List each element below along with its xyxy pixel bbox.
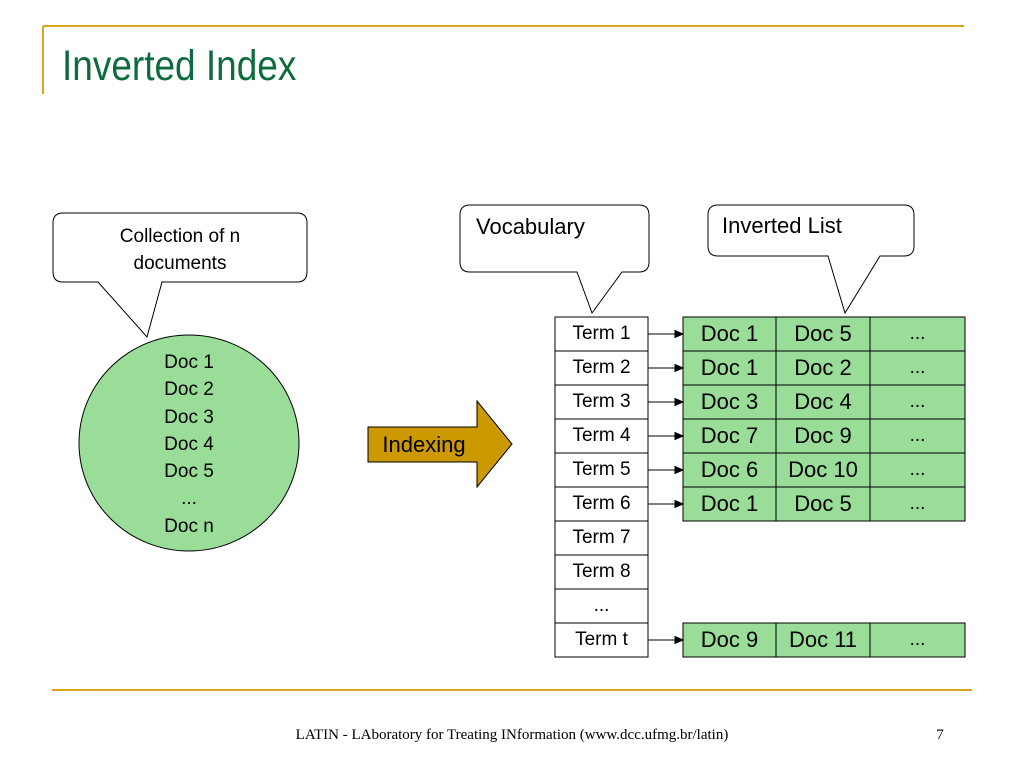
inverted-list-table	[682, 316, 966, 658]
posting-cell: Doc 6	[700, 457, 759, 482]
vocabulary-term: Term 8	[572, 561, 631, 582]
posting-cell: Doc 5	[794, 321, 852, 346]
posting-cell: Doc 3	[700, 389, 759, 414]
posting-cell: Doc 1	[700, 355, 759, 380]
vocabulary-callout-label: Vocabulary	[476, 214, 585, 239]
posting-cell: ...	[909, 323, 926, 344]
vocabulary-term: Term 3	[572, 391, 631, 412]
posting-cell: ...	[909, 391, 926, 412]
posting-cell: Doc 10	[788, 457, 858, 482]
slide-footer: LATIN - LAboratory for Treating INformat…	[295, 727, 729, 743]
posting-cell: ...	[909, 629, 926, 650]
posting-cell: ...	[909, 459, 926, 480]
vocabulary-term: Term t	[575, 629, 628, 650]
page-number: 7	[936, 727, 944, 743]
inverted-list-callout-bubble	[707, 204, 915, 315]
indexing-arrow-shape	[367, 399, 513, 489]
posting-cell: Doc 11	[788, 627, 858, 652]
document-item: Doc n	[164, 515, 214, 537]
posting-cell: Doc 2	[794, 355, 852, 380]
document-item: ...	[181, 488, 197, 510]
vocabulary-term: Term 6	[572, 493, 631, 514]
vocabulary-term: Term 5	[572, 459, 631, 480]
posting-cell: Doc 5	[794, 491, 852, 516]
vocabulary-term: Term 7	[572, 527, 631, 548]
document-collection-circle	[78, 334, 300, 552]
document-item: Doc 2	[164, 379, 214, 401]
posting-cell: Doc 1	[700, 491, 759, 516]
document-item: Doc 5	[164, 461, 214, 483]
collection-callout-line2: documents	[133, 253, 227, 274]
posting-cell: ...	[909, 357, 926, 378]
vocabulary-term: Term 1	[572, 323, 631, 344]
collection-callout-line1: Collection of n	[119, 226, 241, 247]
vocabulary-term: ...	[593, 595, 610, 616]
document-item: Doc 3	[164, 406, 214, 428]
indexing-label: Indexing	[382, 432, 466, 457]
posting-cell: Doc 1	[700, 321, 759, 346]
inverted-list-callout-label: Inverted List	[722, 213, 842, 238]
posting-cell: ...	[909, 493, 926, 514]
document-list: Doc 1 Doc 2 Doc 3 Doc 4 Doc 5 ... Doc n	[97, 349, 281, 540]
vocabulary-table	[554, 316, 649, 658]
vocabulary-callout-bubble	[459, 204, 650, 315]
posting-cell: ...	[909, 425, 926, 446]
collection-callout-bubble	[52, 212, 308, 339]
posting-cell: Doc 9	[700, 627, 759, 652]
pointer-arrows	[648, 329, 685, 645]
posting-cell: Doc 7	[700, 423, 759, 448]
slide-title: Inverted Index	[62, 42, 297, 90]
posting-cell: Doc 4	[794, 389, 852, 414]
vocabulary-term: Term 2	[572, 357, 631, 378]
document-item: Doc 4	[164, 433, 214, 455]
vocabulary-term: Term 4	[572, 425, 631, 446]
posting-cell: Doc 9	[794, 423, 852, 448]
document-item: Doc 1	[164, 352, 214, 373]
